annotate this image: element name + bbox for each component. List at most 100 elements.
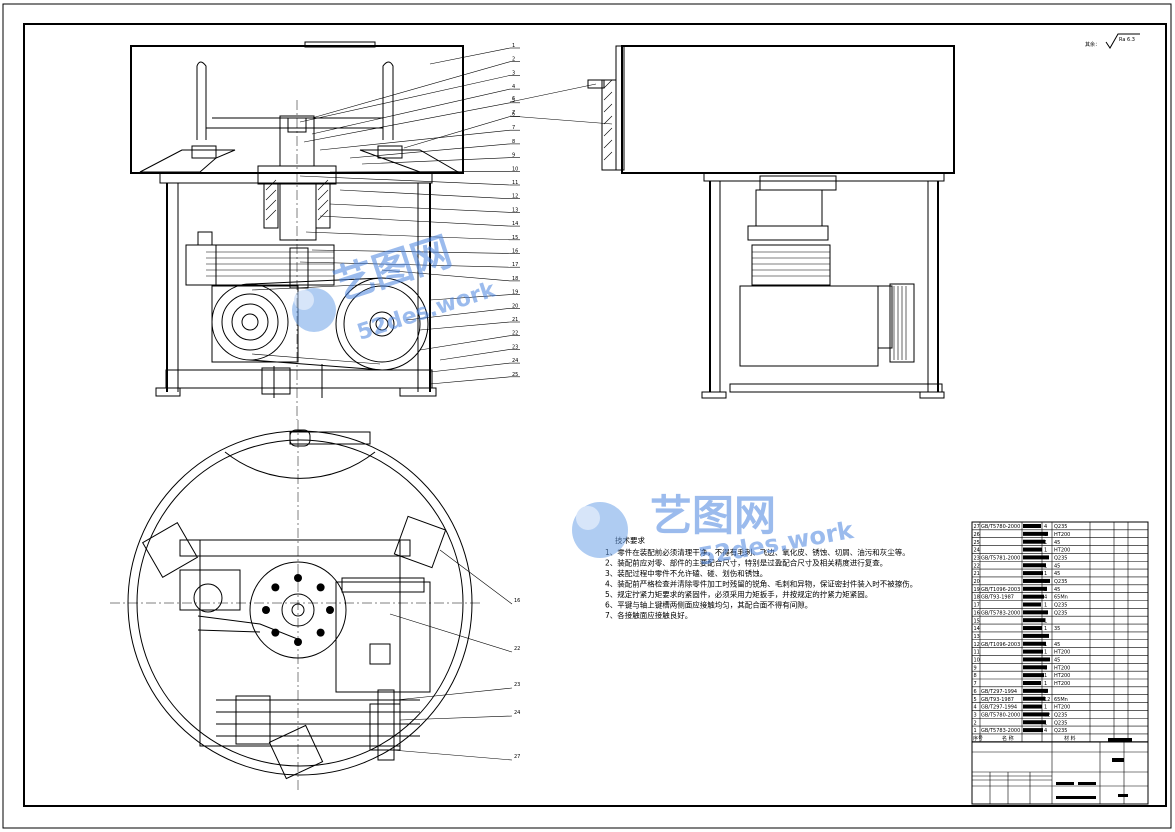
bom-mat: 45 bbox=[1054, 571, 1060, 577]
bom-name-redacted bbox=[1023, 539, 1045, 544]
bom-no: 8 bbox=[974, 673, 977, 679]
part-balloon-21: 21 bbox=[512, 317, 518, 323]
bom-no: 18 bbox=[974, 595, 980, 601]
bom-name-redacted bbox=[1023, 633, 1049, 638]
watermark-cn-2: 艺图网 bbox=[650, 491, 776, 540]
bom-code: GB/T5780-2000 bbox=[981, 712, 1020, 718]
bom-name-redacted bbox=[1023, 688, 1048, 693]
title-block bbox=[971, 738, 1149, 805]
tech-line: 5、规定拧紧力矩要求的紧固件，必须采用力矩扳手，并按规定的拧紧力矩紧固。 bbox=[605, 589, 872, 599]
bom-mat: 45 bbox=[1054, 540, 1060, 546]
leader-line bbox=[391, 749, 513, 761]
part-balloon-2: 2 bbox=[512, 57, 515, 63]
leader-line bbox=[299, 261, 511, 268]
bom-qty: 1 bbox=[1044, 681, 1047, 687]
bom-qty: 1 bbox=[1044, 618, 1047, 624]
bom-code: GB/T93-1987 bbox=[981, 595, 1014, 601]
bom-header-name: 名 称 bbox=[1002, 735, 1014, 742]
bom-name-redacted bbox=[1023, 696, 1045, 701]
bom-name-redacted bbox=[1023, 610, 1048, 615]
part-balloon-4: 4 bbox=[512, 84, 515, 90]
bom-no: 20 bbox=[974, 579, 980, 585]
bom-qty: 1 bbox=[1044, 650, 1047, 656]
bom-code: GB/T297-1994 bbox=[981, 705, 1017, 711]
bom-qty: 12 bbox=[1044, 712, 1050, 718]
bolt-hole bbox=[326, 606, 334, 614]
leader-line bbox=[429, 294, 511, 301]
leader-line bbox=[389, 613, 513, 653]
bom-mat: HT200 bbox=[1054, 532, 1070, 538]
tech-line: 3、装配过程中零件不允许磕、碰、划伤和锈蚀。 bbox=[605, 568, 767, 578]
bom-mat: 35 bbox=[1054, 626, 1060, 632]
part-balloon-18: 18 bbox=[512, 276, 518, 282]
part-balloon-15: 15 bbox=[512, 235, 518, 241]
bom-no: 3 bbox=[974, 712, 977, 718]
bom-code: GB/T93-1987 bbox=[981, 697, 1014, 703]
leader-line bbox=[311, 88, 511, 135]
part-balloon-23: 23 bbox=[512, 344, 518, 350]
leader-line bbox=[403, 116, 511, 149]
bom-name-redacted bbox=[1023, 728, 1043, 733]
leader-line bbox=[349, 143, 511, 159]
bom-name-redacted bbox=[1023, 578, 1050, 583]
bom-mat: Q235 bbox=[1054, 524, 1067, 530]
leader-line bbox=[311, 61, 511, 119]
leader-line bbox=[429, 376, 511, 385]
leader-line bbox=[299, 75, 511, 123]
bom-name-redacted bbox=[1023, 618, 1045, 623]
bom-code: GB/T5780-2000 bbox=[981, 524, 1020, 530]
bom-name-redacted bbox=[1023, 555, 1049, 560]
bolt-hole bbox=[271, 583, 280, 592]
bom-no: 24 bbox=[974, 548, 980, 554]
bom-mat: Q235 bbox=[1054, 728, 1067, 734]
side-balloon-6: 6 bbox=[512, 96, 515, 102]
bom-qty: 4 bbox=[1044, 595, 1047, 601]
leader-line bbox=[329, 171, 511, 173]
leader-line bbox=[429, 47, 511, 65]
bom-qty: 1 bbox=[1044, 642, 1047, 648]
roughness-symbol: 其余： Ra 6.3 bbox=[1085, 33, 1140, 49]
leader-line bbox=[381, 269, 511, 282]
bom-mat: Q235 bbox=[1054, 603, 1067, 609]
bom-qty: 1 bbox=[1044, 579, 1047, 585]
leader-line bbox=[361, 157, 511, 165]
bom-no: 6 bbox=[974, 689, 977, 695]
part-balloon-8: 8 bbox=[512, 139, 515, 145]
bolt-hole bbox=[316, 628, 325, 637]
bom-no: 13 bbox=[974, 634, 980, 640]
bom-name-redacted bbox=[1023, 720, 1046, 725]
leader-line bbox=[439, 549, 513, 605]
bom-qty: 1 bbox=[1044, 626, 1047, 632]
bom-name-redacted bbox=[1023, 531, 1048, 536]
bom-mat: HT200 bbox=[1054, 705, 1070, 711]
leader-line bbox=[305, 231, 511, 241]
leader-line bbox=[439, 349, 511, 361]
bom-mat: HT200 bbox=[1054, 673, 1070, 679]
bom-no: 21 bbox=[974, 571, 980, 577]
leader-line bbox=[329, 203, 511, 213]
bom-no: 15 bbox=[974, 618, 980, 624]
part-balloon-1: 1 bbox=[512, 43, 515, 49]
plan-balloon-27: 27 bbox=[514, 754, 520, 760]
front-view bbox=[130, 41, 464, 420]
bom-mat: 45 bbox=[1054, 563, 1060, 569]
leader-line bbox=[339, 189, 511, 199]
bom-qty: 1 bbox=[1044, 603, 1047, 609]
bom-no: 4 bbox=[974, 705, 977, 711]
leader-line bbox=[303, 102, 511, 143]
bom-header-mat: 材 料 bbox=[1064, 735, 1076, 742]
bom-mat: 65Mn bbox=[1054, 697, 1068, 703]
roughness-label: 其余： bbox=[1085, 41, 1100, 48]
bom-name-redacted bbox=[1023, 602, 1041, 607]
bom-code: GB/T1096-2003 bbox=[981, 587, 1020, 593]
bom-no: 22 bbox=[974, 563, 980, 569]
bom-no: 16 bbox=[974, 610, 980, 616]
bom-mat: HT200 bbox=[1054, 650, 1070, 656]
leader-line bbox=[319, 215, 511, 227]
bom-no: 12 bbox=[974, 642, 980, 648]
side-view bbox=[587, 45, 955, 399]
bom-mat: 45 bbox=[1054, 587, 1060, 593]
bom-name-redacted bbox=[1023, 657, 1050, 662]
